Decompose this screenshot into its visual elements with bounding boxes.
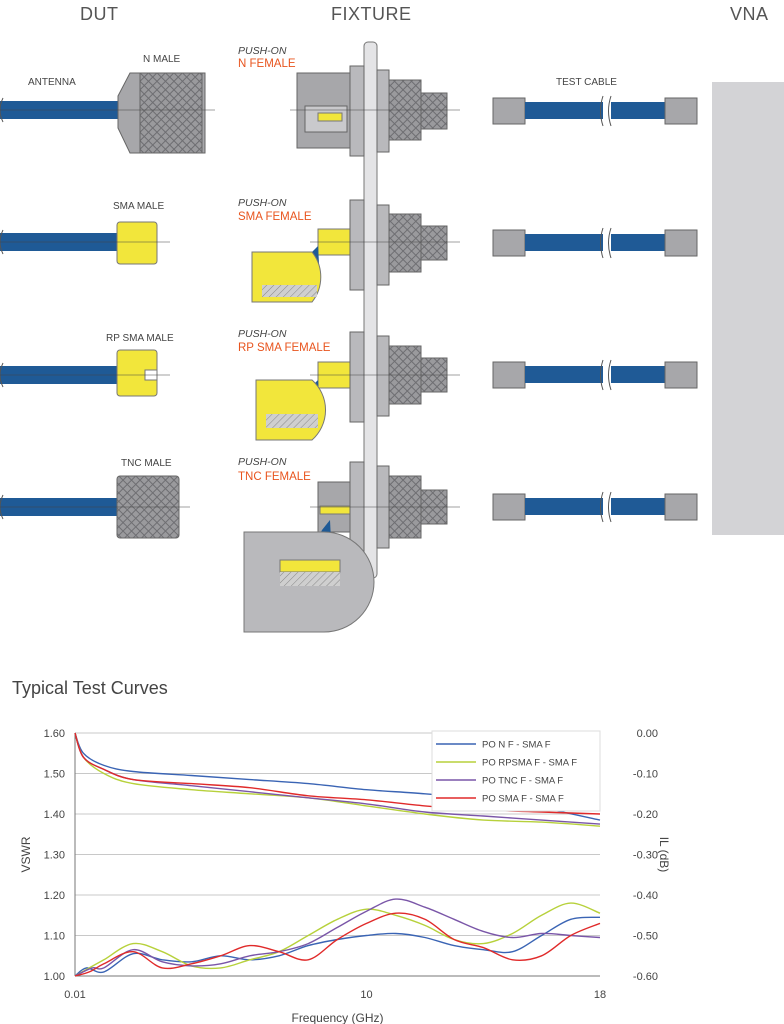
x-tick-label: 0.01 xyxy=(64,989,85,1001)
y-tick-label: 1.20 xyxy=(44,890,65,902)
dut-label-n: N MALE xyxy=(143,54,181,65)
dut-label-sma: SMA MALE xyxy=(113,201,165,212)
connector-diagram xyxy=(0,41,698,633)
push-on-label-rp-sma: PUSH-ON xyxy=(238,328,287,340)
x-axis-label: Frequency (GHz) xyxy=(291,1011,383,1024)
x-tick-label: 10 xyxy=(360,989,372,1001)
vswr-line-3 xyxy=(74,912,601,977)
y-tick-label: 1.50 xyxy=(44,769,65,781)
female-label-tnc: TNC FEMALE xyxy=(238,471,311,483)
legend-entry-1: PO RPSMA F - SMA F xyxy=(482,758,577,769)
y-tick-label: 1.60 xyxy=(44,728,65,740)
push-on-label-sma: PUSH-ON xyxy=(238,197,287,209)
y-tick-label: 1.00 xyxy=(44,971,65,983)
row-tnc xyxy=(0,461,698,633)
test-cable-label: TEST CABLE xyxy=(556,77,617,88)
dut-label-rp-sma: RP SMA MALE xyxy=(106,333,174,344)
vna-header: VNA xyxy=(730,4,769,24)
y-axis-label: VSWR xyxy=(19,836,33,872)
y-tick-label: 1.40 xyxy=(44,809,65,821)
dut-label-tnc: TNC MALE xyxy=(121,458,172,469)
female-label-sma: SMA FEMALE xyxy=(238,211,312,223)
curves-title: Typical Test Curves xyxy=(12,678,168,698)
vswr-line-1 xyxy=(74,902,601,977)
y2-tick-label: -0.30 xyxy=(633,850,658,862)
y-tick-label: 1.30 xyxy=(44,850,65,862)
y2-tick-label: -0.10 xyxy=(633,769,658,781)
y2-axis-label: IL (dB) xyxy=(657,837,671,873)
y2-tick-label: -0.60 xyxy=(633,971,658,983)
y2-tick-label: -0.50 xyxy=(633,931,658,943)
female-label-n: N FEMALE xyxy=(238,58,296,70)
y2-tick-label: 0.00 xyxy=(637,728,658,740)
il-line-1 xyxy=(74,732,601,827)
legend-entry-3: PO SMA F - SMA F xyxy=(482,794,564,805)
rp-sma-detail-inset xyxy=(255,379,326,441)
push-on-label-n: PUSH-ON xyxy=(238,45,287,57)
fixture-header: FIXTURE xyxy=(331,4,412,24)
y2-tick-label: -0.40 xyxy=(633,890,658,902)
legend-entry-2: PO TNC F - SMA F xyxy=(482,776,563,787)
fixture-panel xyxy=(363,41,378,579)
sma-male-body xyxy=(116,221,158,265)
legend-entry-0: PO N F - SMA F xyxy=(482,740,551,751)
female-label-rp-sma: RP SMA FEMALE xyxy=(238,342,331,354)
vna-block xyxy=(712,82,784,535)
row-n xyxy=(0,65,698,157)
dut-header: DUT xyxy=(80,4,119,24)
y2-tick-label: -0.20 xyxy=(633,809,658,821)
vswr-line-2 xyxy=(74,898,601,977)
vswr-line-0 xyxy=(74,916,601,977)
row-sma xyxy=(0,199,698,303)
y-tick-label: 1.10 xyxy=(44,931,65,943)
x-tick-label: 18 xyxy=(594,989,606,1001)
push-on-label-tnc: PUSH-ON xyxy=(238,456,287,468)
row-rp-sma xyxy=(0,331,698,441)
test-curves-chart: 1.00 1.10 1.20 1.30 1.40 1.50 1.60 0.00 -0.10 -0.… xyxy=(19,728,671,1024)
antenna-label: ANTENNA xyxy=(28,77,76,88)
